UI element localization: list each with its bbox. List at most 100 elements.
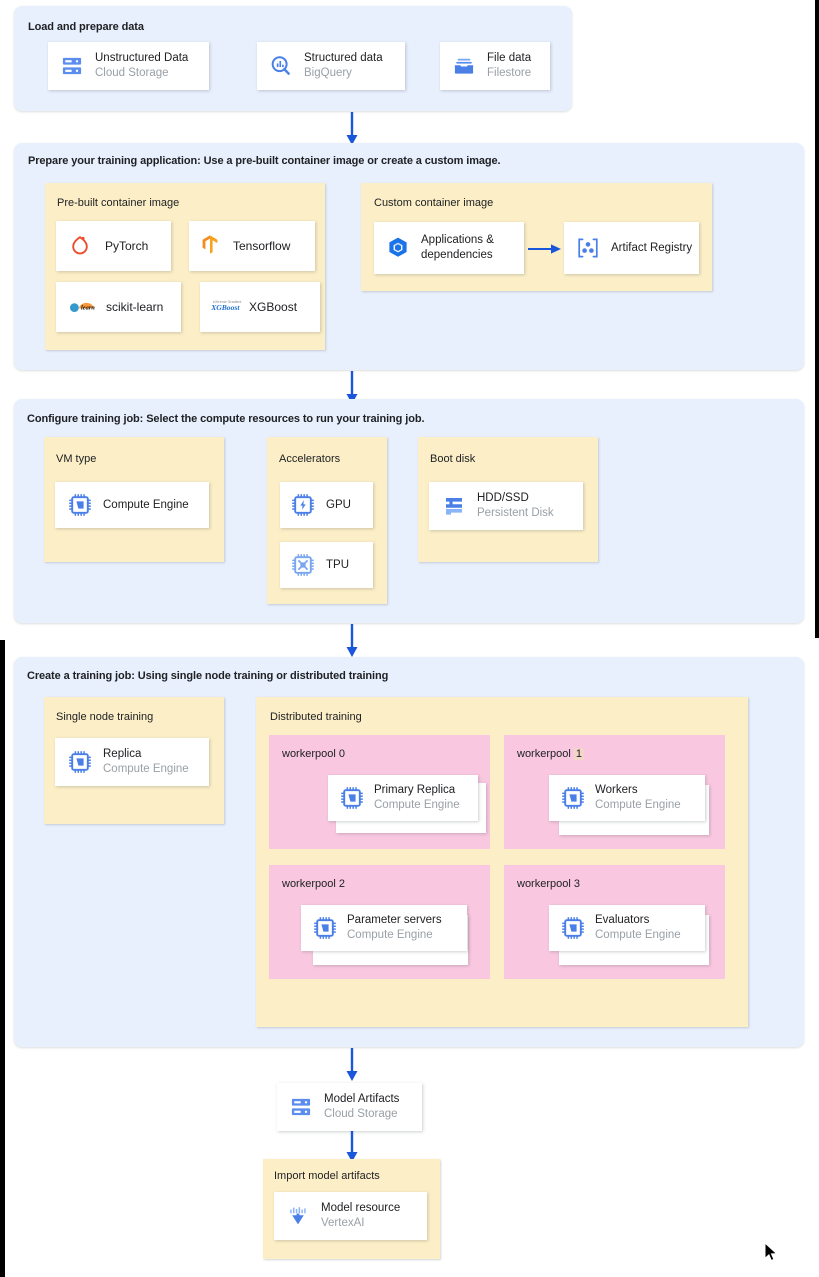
card-parameter-servers[interactable]: Parameter servers Compute Engine [301, 905, 467, 951]
workerpool-3-label: workerpool 3 [517, 878, 580, 890]
group-title-distributed: Distributed training [270, 711, 362, 723]
card-subtitle: Cloud Storage [324, 1108, 398, 1120]
card-subtitle: Compute Engine [595, 799, 681, 811]
stage-title-prepare: Prepare your training application: Use a… [28, 155, 501, 167]
framework-label: PyTorch [105, 239, 149, 253]
card-gpu[interactable]: GPU [280, 482, 373, 528]
card-structured-data[interactable]: Structured data BigQuery [257, 42, 405, 90]
card-title: GPU [326, 498, 351, 511]
card-subtitle: Compute Engine [595, 929, 681, 941]
cloud-storage-icon [288, 1097, 314, 1117]
card-primary-replica[interactable]: Primary Replica Compute Engine [328, 775, 478, 821]
pool-label-text: workerpool [282, 748, 336, 760]
group-title-accelerators: Accelerators [279, 453, 341, 465]
group-single-node-training: Single node training [44, 697, 224, 824]
group-title-boot-disk: Boot disk [430, 453, 476, 465]
card-hdd-ssd[interactable]: HDD/SSD Persistent Disk [429, 482, 583, 530]
card-stack-workers: Workers Compute Engine [549, 775, 717, 835]
card-artifact-registry[interactable]: Artifact Registry [564, 222, 699, 274]
card-tpu[interactable]: TPU [280, 542, 373, 588]
screen-edge-artifact-right [815, 0, 819, 638]
stage-title-configure: Configure training job: Select the compu… [27, 413, 425, 425]
card-file-data[interactable]: File data Filestore [440, 42, 550, 90]
group-title-single-node: Single node training [56, 711, 154, 723]
card-model-artifacts[interactable]: Model Artifacts Cloud Storage [277, 1083, 422, 1131]
card-title: File data [487, 52, 532, 65]
workerpool-2: workerpool 2 [269, 865, 490, 979]
mouse-pointer-icon [764, 1242, 778, 1262]
card-subtitle: Persistent Disk [477, 507, 554, 519]
card-title: Model resource [321, 1202, 401, 1215]
card-title: Model Artifacts [324, 1093, 400, 1106]
compute-engine-icon [67, 493, 93, 517]
framework-card-tensorflow[interactable]: Tensorflow [189, 221, 315, 271]
gpu-icon [290, 493, 316, 517]
card-title: Replica [103, 748, 142, 761]
card-stack-primary-replica: Primary Replica Compute Engine [328, 775, 486, 833]
framework-label: Tensorflow [233, 239, 291, 253]
card-unstructured-data[interactable]: Unstructured Data Cloud Storage [48, 42, 209, 90]
card-title: Workers [595, 784, 638, 797]
card-title: HDD/SSD [477, 492, 529, 505]
card-compute-engine-vm[interactable]: Compute Engine [55, 482, 209, 528]
card-title: TPU [326, 558, 349, 571]
stage-prepare-training-application: Prepare your training application: Use a… [14, 143, 804, 370]
card-replica[interactable]: Replica Compute Engine [55, 738, 209, 786]
tensorflow-logo [201, 233, 223, 260]
compute-engine-icon [339, 786, 365, 810]
workerpool-2-label: workerpool 2 [282, 878, 345, 890]
card-title: Primary Replica [374, 784, 456, 797]
compute-engine-icon [67, 750, 93, 774]
workerpool-3: workerpool 3 [504, 865, 725, 979]
pool-label-text: workerpool [517, 878, 571, 890]
card-evaluators[interactable]: Evaluators Compute Engine [549, 905, 705, 951]
card-title: Structured data [304, 52, 383, 65]
card-title: Unstructured Data [95, 52, 189, 65]
card-subtitle: Compute Engine [374, 799, 460, 811]
pool-index-highlighted[interactable]: 1 [573, 748, 584, 760]
svg-text:XGBoost: XGBoost [210, 303, 240, 312]
card-subtitle: Filestore [487, 67, 532, 79]
framework-card-scikit-learn[interactable]: learn scikit-learn [56, 282, 181, 332]
framework-label: XGBoost [249, 300, 298, 314]
filestore-icon [451, 56, 477, 76]
pool-index: 3 [573, 878, 580, 890]
group-distributed-training: Distributed training workerpool 0 [256, 697, 748, 1027]
framework-card-pytorch[interactable]: PyTorch [56, 221, 171, 271]
card-subtitle: Compute Engine [347, 929, 433, 941]
connector-arrow-load-to-prepare [346, 112, 358, 145]
pytorch-logo [70, 233, 94, 260]
pool-index: 2 [338, 878, 345, 890]
framework-label: scikit-learn [106, 300, 164, 314]
svg-text:learn: learn [81, 304, 95, 311]
xgboost-logo: eXtreme Gradient XGBoost [208, 295, 242, 320]
workerpool-1-label: workerpool 1 [517, 748, 584, 760]
pool-label-text: workerpool [282, 878, 336, 890]
connector-arrow-configure-to-create [346, 624, 358, 657]
group-boot-disk: Boot disk HDD/SSD Persistent Disk [418, 437, 598, 562]
card-stack-evaluators: Evaluators Compute Engine [549, 905, 717, 965]
card-title: Artifact Registry [611, 241, 693, 254]
group-vm-type: VM type [44, 437, 224, 562]
workerpool-0-label: workerpool 0 [282, 748, 345, 760]
group-pre-built-container-image: Pre-built container image PyTorch [45, 183, 325, 350]
framework-card-xgboost[interactable]: eXtreme Gradient XGBoost XGBoost [200, 282, 320, 332]
stage-create-training-job: Create a training job: Using single node… [14, 657, 804, 1047]
card-stack-parameter-servers: Parameter servers Compute Engine [301, 905, 479, 965]
compute-engine-icon [560, 786, 586, 810]
app-dependencies-icon [385, 236, 411, 260]
bigquery-icon [268, 55, 294, 77]
card-applications-and-dependencies[interactable]: Applications & dependencies [374, 222, 524, 274]
card-subtitle: Compute Engine [103, 763, 189, 775]
card-workers[interactable]: Workers Compute Engine [549, 775, 705, 821]
card-subtitle: BigQuery [304, 67, 352, 79]
workerpool-0: workerpool 0 [269, 735, 490, 849]
scikit-learn-logo: learn [68, 296, 98, 319]
screen-edge-artifact-left [0, 640, 5, 1277]
card-title: Evaluators [595, 914, 650, 927]
card-subtitle: Cloud Storage [95, 67, 169, 79]
card-model-resource[interactable]: Model resource VertexAI [274, 1192, 427, 1240]
connector-arrow-artifacts-to-import [346, 1131, 358, 1162]
persistent-disk-icon [441, 495, 467, 517]
